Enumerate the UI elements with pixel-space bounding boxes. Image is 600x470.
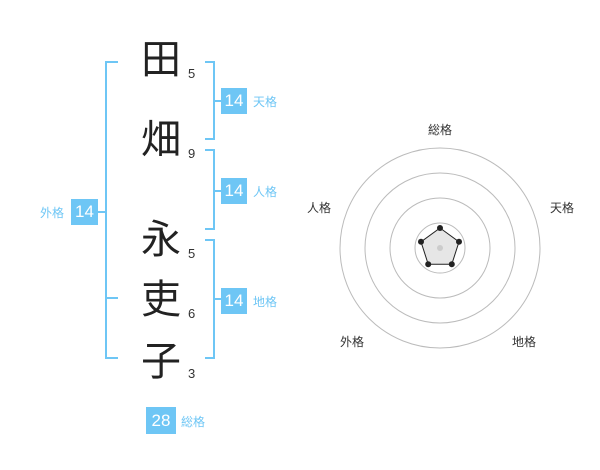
stroke-count-4: 6 bbox=[188, 306, 196, 321]
radar-rings bbox=[339, 147, 541, 349]
name-char-2: 畑 bbox=[141, 117, 181, 163]
gaikaku-label: 外格 bbox=[40, 206, 65, 220]
name-char-5: 子 bbox=[141, 339, 181, 385]
radar-ring-1 bbox=[414, 222, 466, 274]
radar-axis-label-gaikaku: 外格 bbox=[340, 335, 365, 349]
soukaku-label: 総格 bbox=[181, 415, 206, 429]
radar-point-4 bbox=[425, 261, 432, 268]
stroke-count-1: 5 bbox=[188, 66, 196, 81]
name-char-3: 永 bbox=[141, 217, 181, 263]
chikaku-value-badge: 14 bbox=[221, 288, 247, 314]
radar-axis-label-soukaku: 総格 bbox=[428, 123, 453, 137]
stroke-count-5: 3 bbox=[188, 366, 196, 381]
radar-axis-label-tenkaku: 天格 bbox=[550, 201, 575, 215]
radar-ring-4 bbox=[339, 147, 541, 349]
gaikaku-bracket bbox=[105, 61, 118, 359]
jinkaku-label: 人格 bbox=[253, 185, 278, 199]
name-char-1: 田 bbox=[141, 37, 181, 83]
name-char-4: 吏 bbox=[141, 277, 181, 323]
radar-point-2 bbox=[456, 238, 462, 245]
radar-point-5 bbox=[418, 238, 424, 245]
gaikaku-value-badge: 14 bbox=[71, 199, 98, 225]
chikaku-label: 地格 bbox=[253, 295, 278, 309]
tenkaku-value-badge: 14 bbox=[221, 88, 247, 114]
radar-point-1 bbox=[437, 225, 443, 231]
radar-ring-2 bbox=[389, 197, 491, 299]
stroke-count-3: 5 bbox=[188, 246, 196, 261]
radar-axis-label-chikaku: 地格 bbox=[512, 335, 537, 349]
tenkaku-label: 天格 bbox=[253, 95, 278, 109]
radar-axis-label-jinkaku: 人格 bbox=[307, 201, 332, 215]
radar-point-3 bbox=[448, 261, 455, 268]
stroke-count-2: 9 bbox=[188, 146, 196, 161]
radar-ring-3 bbox=[364, 172, 516, 324]
radar-center-dot bbox=[437, 245, 443, 251]
jinkaku-bracket bbox=[205, 149, 215, 230]
jinkaku-value-badge: 14 bbox=[221, 178, 247, 204]
soukaku-value-badge: 28 bbox=[146, 407, 176, 434]
radar-points bbox=[418, 225, 462, 268]
